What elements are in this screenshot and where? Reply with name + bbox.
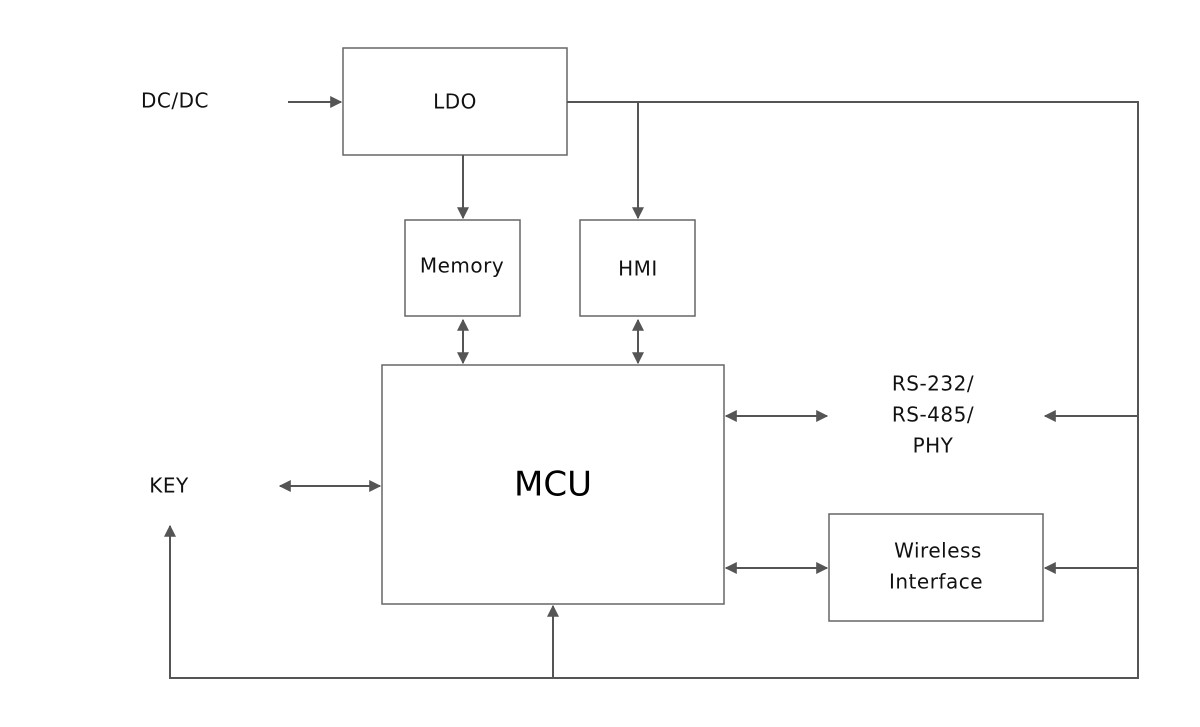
memory-box: [404, 219, 521, 317]
rs232-label: RS-232/: [892, 372, 974, 396]
dcdc-label: DC/DC: [141, 89, 209, 113]
power-rail-line: [164, 101, 1139, 679]
rs485-label: RS-485/: [892, 403, 974, 427]
interface-label: Interface: [889, 570, 983, 594]
ldo-box: [342, 47, 568, 156]
hmi-label: HMI: [618, 257, 658, 281]
ldo-label: LDO: [433, 90, 477, 114]
mcu-box: [381, 364, 725, 605]
mcu-label: MCU: [514, 465, 592, 505]
wireless-interface-box: [828, 513, 1044, 622]
hmi-box: [579, 219, 696, 317]
key-label: KEY: [149, 474, 189, 498]
phy-label: PHY: [913, 434, 954, 458]
memory-label: Memory: [420, 254, 504, 278]
wireless-label: Wireless: [894, 539, 982, 563]
